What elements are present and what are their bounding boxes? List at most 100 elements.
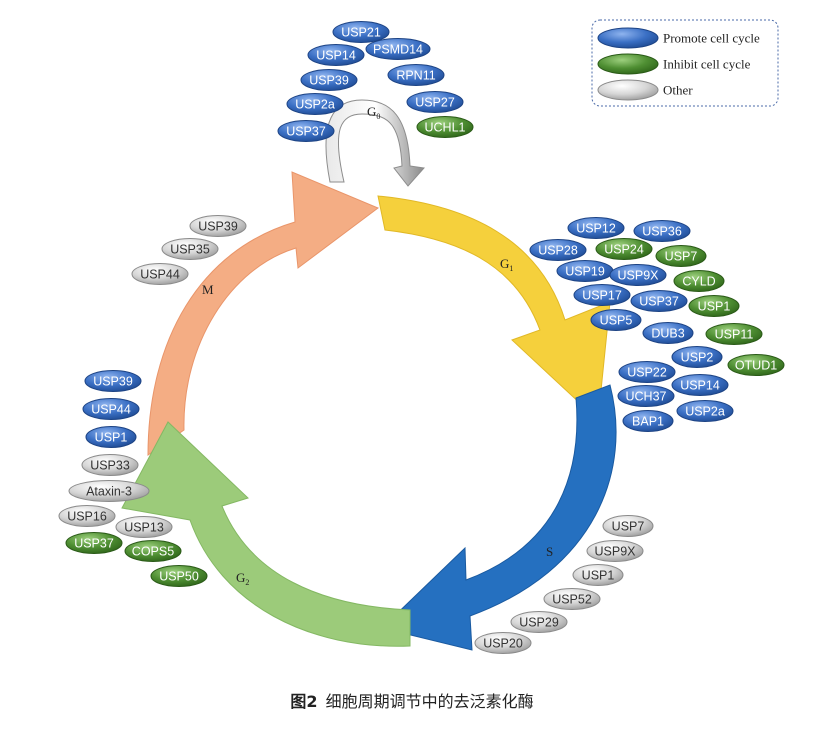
enzyme-pill-shape — [81, 454, 139, 476]
enzyme-pill-g0-usp37: USP37 — [277, 120, 335, 142]
enzyme-label: USP37 — [286, 125, 326, 139]
enzyme-pill-shape — [543, 588, 601, 610]
enzyme-pill-shape — [622, 410, 674, 432]
figure-caption-english-cropped — [0, 718, 824, 730]
enzyme-pill-shape — [150, 565, 208, 587]
enzyme-pill-shape — [705, 323, 763, 345]
enzyme-label: CYLD — [682, 275, 715, 289]
enzyme-pill-s-usp7: USP7 — [602, 515, 654, 537]
enzyme-label: USP16 — [67, 510, 107, 524]
enzyme-label: USP2 — [681, 351, 714, 365]
enzyme-label: USP24 — [604, 243, 644, 257]
enzyme-pill-s-usp1: USP1 — [572, 564, 624, 586]
enzyme-pill-shape — [85, 426, 137, 448]
enzyme-pill-g0-usp21: USP21 — [332, 21, 390, 43]
enzyme-label: USP22 — [627, 366, 667, 380]
enzyme-label: COPS5 — [132, 545, 174, 559]
enzyme-pill-shape — [642, 322, 694, 344]
enzyme-pill-g1-usp28: USP28 — [529, 239, 587, 261]
enzyme-pill-g1-usp36: USP36 — [633, 220, 691, 242]
enzyme-label: USP35 — [170, 243, 210, 257]
enzyme-pill-shape — [633, 220, 691, 242]
enzyme-label: USP52 — [552, 593, 592, 607]
enzyme-label: USP19 — [565, 265, 605, 279]
enzyme-pill-s-usp29: USP29 — [510, 611, 568, 633]
m-phase-arrow — [147, 171, 379, 456]
enzyme-pill-shape — [474, 632, 532, 654]
enzyme-pill-g1-usp22: USP22 — [618, 361, 676, 383]
phase-label-g2: G2 — [236, 570, 249, 587]
enzyme-pill-shape — [416, 116, 474, 138]
enzyme-pill-shape — [65, 532, 123, 554]
enzyme-label: Ataxin-3 — [86, 485, 132, 499]
phase-label-g0: G0 — [367, 104, 380, 121]
enzyme-label: USP36 — [642, 225, 682, 239]
enzyme-label: OTUD1 — [735, 359, 777, 373]
enzyme-pill-g2m-usp44: USP44 — [82, 398, 140, 420]
legend-swatch-other — [597, 79, 659, 101]
enzyme-pill-g1-usp11: USP11 — [705, 323, 763, 345]
enzyme-label: USP5 — [600, 314, 633, 328]
enzyme-pill-g2m-usp39: USP39 — [84, 370, 142, 392]
enzyme-label: DUB3 — [651, 327, 684, 341]
enzyme-pill-g1-otud1: OTUD1 — [727, 354, 785, 376]
enzyme-label: USP12 — [576, 222, 616, 236]
enzyme-pill-shape — [307, 44, 365, 66]
enzyme-label: BAP1 — [632, 415, 664, 429]
enzyme-label: USP50 — [159, 570, 199, 584]
enzyme-pill-g0-usp14: USP14 — [307, 44, 365, 66]
enzyme-pill-s-usp52: USP52 — [543, 588, 601, 610]
enzyme-pill-g1-usp5: USP5 — [590, 309, 642, 331]
legend-label-inhibit: Inhibit cell cycle — [663, 57, 751, 72]
enzyme-pill-shape — [671, 374, 729, 396]
enzyme-label: USP33 — [90, 459, 130, 473]
enzyme-pill-shape — [529, 239, 587, 261]
enzyme-label: USP9X — [618, 269, 660, 283]
phase-labels: G0 G1 S G2 M — [202, 104, 553, 587]
enzyme-pill-shape — [115, 516, 173, 538]
enzyme-label: USP14 — [316, 49, 356, 63]
enzyme-label: USP29 — [519, 616, 559, 630]
enzyme-pill-shape — [676, 400, 734, 422]
enzyme-pill-g0-psmd14: PSMD14 — [365, 38, 431, 60]
enzyme-pill-shape — [609, 264, 667, 286]
enzyme-label: USP37 — [639, 295, 679, 309]
enzyme-pill-shape — [189, 215, 247, 237]
enzyme-pill-shape — [567, 217, 625, 239]
enzyme-pill-shape — [655, 245, 707, 267]
enzyme-pill-shape — [595, 238, 653, 260]
enzyme-pill-shape — [673, 270, 725, 292]
enzyme-pill-s-usp9x: USP9X — [586, 540, 644, 562]
enzyme-label: USP1 — [582, 569, 615, 583]
enzyme-label: USP39 — [309, 74, 349, 88]
enzyme-pill-g1-usp19: USP19 — [556, 260, 614, 282]
enzyme-pill-g1-usp1: USP1 — [688, 295, 740, 317]
enzyme-pill-shape — [332, 21, 390, 43]
enzyme-label: USP17 — [582, 289, 622, 303]
enzyme-label: USP39 — [93, 375, 133, 389]
enzyme-pill-shape — [277, 120, 335, 142]
cycle-arrows — [121, 99, 617, 651]
enzyme-pill-g1-uch37: UCH37 — [617, 385, 675, 407]
enzyme-label: USP11 — [715, 328, 754, 342]
enzyme-pill-shape — [617, 385, 675, 407]
phase-label-m: M — [202, 282, 214, 297]
enzyme-pill-m-usp39: USP39 — [189, 215, 247, 237]
enzyme-pill-shape — [727, 354, 785, 376]
enzyme-label: RPN11 — [396, 69, 435, 83]
enzyme-pill-g1-usp24: USP24 — [595, 238, 653, 260]
enzyme-pill-g1-usp14: USP14 — [671, 374, 729, 396]
enzyme-label: USP21 — [341, 26, 381, 40]
enzyme-pill-shape — [618, 361, 676, 383]
enzyme-pill-g2m-usp16: USP16 — [58, 505, 116, 527]
enzyme-label: USP7 — [665, 250, 698, 264]
enzyme-label: USP9X — [595, 545, 637, 559]
enzyme-pill-shape — [688, 295, 740, 317]
legend-swatch-promote — [597, 27, 659, 49]
legend-label-promote: Promote cell cycle — [663, 31, 760, 46]
enzyme-pill-g1-usp7: USP7 — [655, 245, 707, 267]
